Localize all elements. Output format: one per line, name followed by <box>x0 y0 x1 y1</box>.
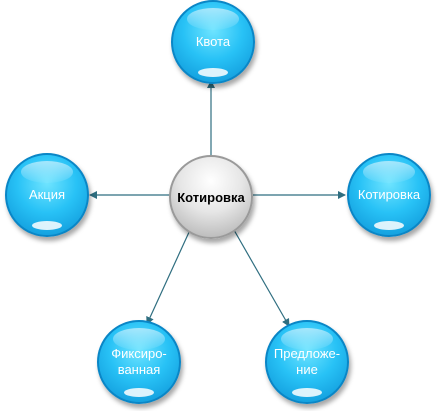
node-predlozhenie-label: Предложе- ние <box>273 346 341 377</box>
node-aktsiya: Акция <box>5 153 89 237</box>
gloss-highlight <box>21 161 73 183</box>
center-node-label: Котировка <box>177 189 245 205</box>
node-aktsiya-label: Акция <box>28 187 66 202</box>
gloss-highlight <box>363 161 415 183</box>
center-node: Котировка <box>169 155 253 239</box>
gloss-reflection <box>32 221 62 230</box>
gloss-reflection <box>292 388 322 397</box>
node-fiksirovannaya-label: Фиксиро- ванная <box>111 346 167 377</box>
node-fiksirovannaya: Фиксиро- ванная <box>97 320 181 404</box>
gloss-reflection <box>124 388 154 397</box>
gloss-reflection <box>198 68 228 77</box>
gloss-highlight <box>187 8 239 30</box>
arrow-to-predlozhenie <box>233 229 290 327</box>
node-kotirovka-label: Котировка <box>357 187 421 202</box>
node-predlozhenie: Предложе- ние <box>265 320 349 404</box>
arrow-to-fiksirovannaya <box>146 229 191 325</box>
node-kvota: Квота <box>171 0 255 84</box>
node-kotirovka: Котировка <box>347 153 431 237</box>
gloss-reflection <box>374 221 404 230</box>
node-kvota-label: Квота <box>195 34 231 49</box>
